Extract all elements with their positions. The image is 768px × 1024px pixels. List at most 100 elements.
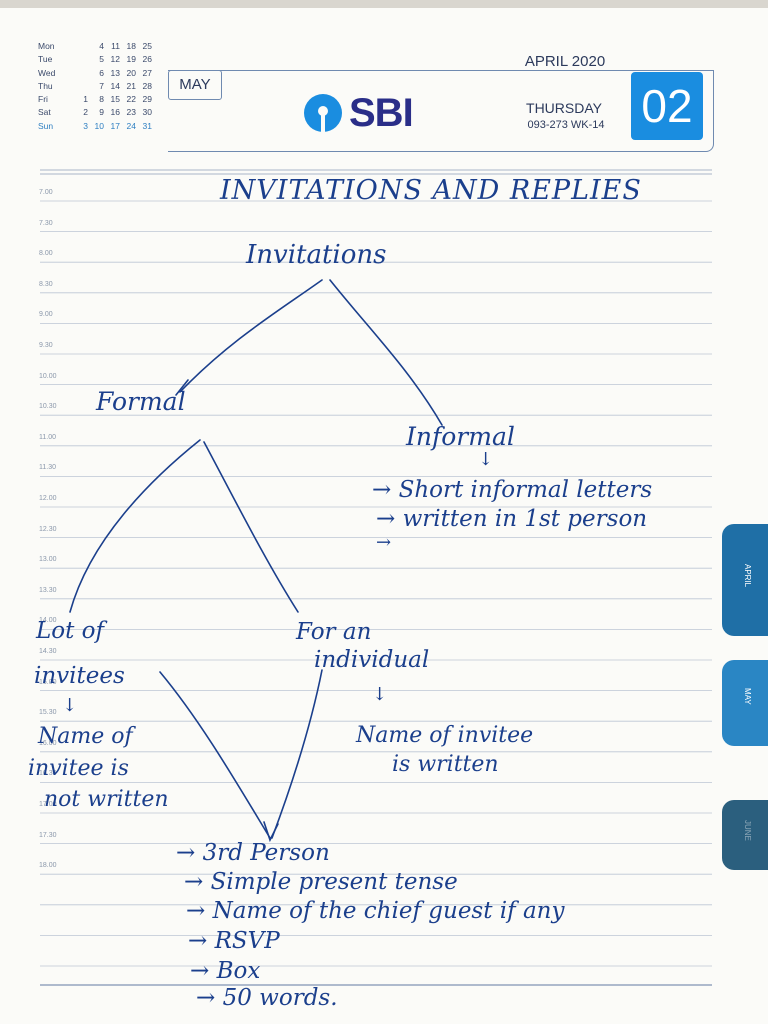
time-label: 14.00: [39, 617, 57, 625]
calendar-date: 23: [126, 107, 136, 118]
calendar-day-label: Sun: [38, 120, 54, 131]
calendar-date: 1: [83, 94, 88, 105]
calendar-day-label: Mon: [38, 41, 55, 51]
time-label: 11.00: [39, 433, 56, 441]
calendar-date: 2: [83, 107, 88, 118]
date-badge: 02: [631, 72, 703, 140]
calendar-row: Sun 3 10 17 24 31: [38, 120, 152, 133]
time-label: 7.00: [39, 189, 53, 196]
calendar-date: 3: [83, 120, 88, 131]
tab-april[interactable]: APRIL: [722, 524, 768, 636]
time-label: 13.30: [39, 586, 57, 594]
common-point-5: → Box: [190, 958, 261, 984]
time-label: 11.30: [39, 464, 56, 472]
page-top-edge: [0, 0, 768, 8]
time-label: 18.00: [39, 862, 57, 870]
sbi-keyhole-icon: [304, 94, 342, 132]
calendar-date: 22: [126, 94, 136, 105]
calendar-day-label: Tue: [38, 54, 53, 65]
calendar-date: 24: [126, 120, 136, 131]
informal-node: Informal: [406, 422, 515, 451]
calendar-date: 28: [142, 80, 152, 91]
name-written-1: Name of invitee: [356, 723, 534, 748]
calendar-date: 10: [94, 120, 104, 131]
time-label: 14.30: [39, 648, 57, 655]
calendar-date: 14: [110, 80, 120, 91]
time-label: 9.30: [39, 342, 53, 349]
month-tab: MAY: [168, 70, 222, 100]
calendar-date: 9: [99, 107, 104, 118]
common-point-1: → 3rd Person: [176, 840, 330, 866]
calendar-row: Thu 7 14 21 28: [38, 80, 152, 93]
calendar-date: 12: [110, 54, 120, 65]
header-frame: [168, 70, 714, 152]
common-point-3: → Name of the chief guest if any: [186, 898, 565, 924]
time-label: 10.00: [39, 372, 57, 380]
calendar-date: 6: [99, 67, 104, 78]
formal-node: Formal: [96, 387, 186, 416]
calendar-date: 31: [142, 120, 152, 131]
calendar-row: Mon 4 11 18 25: [38, 40, 152, 53]
calendar-date: 7: [99, 80, 104, 91]
time-label: 10.30: [39, 403, 57, 411]
arrow-down-informal: ↓: [478, 449, 494, 470]
tab-may[interactable]: MAY: [722, 660, 768, 746]
lot-of-invitees-1: Lot of: [36, 618, 105, 644]
calendar-day-label: Thu: [38, 80, 53, 91]
root-node: Invitations: [246, 240, 387, 270]
time-label: 17.00: [39, 801, 57, 808]
common-point-6: → 50 words.: [196, 985, 338, 1011]
calendar-date: 15: [110, 94, 120, 105]
week-code: 093-273 WK-14: [527, 119, 605, 131]
calendar-date: 4: [99, 41, 104, 51]
calendar-date: 17: [110, 120, 120, 131]
time-label: 16.00: [39, 739, 57, 747]
time-label: 17.30: [39, 831, 57, 839]
arrow-down-lot: ↓: [62, 695, 78, 716]
informal-point-2: → written in 1st person: [376, 506, 648, 532]
name-not-written-1: Name of: [38, 724, 133, 749]
calendar-date: 21: [126, 80, 136, 91]
time-label: 8.30: [39, 280, 53, 288]
calendar-date: 18: [126, 41, 136, 51]
for-individual-2: individual: [314, 647, 430, 673]
tab-june[interactable]: JUNE: [722, 800, 768, 870]
notes-title: INVITATIONS AND REPLIES: [220, 175, 642, 206]
calendar-day-label: Fri: [38, 94, 48, 105]
arrow-down-individual: ↓: [372, 684, 388, 705]
time-label: 9.00: [39, 311, 53, 319]
calendar-date: 20: [126, 67, 136, 78]
sbi-logo: SBI: [303, 91, 414, 135]
common-point-2: → Simple present tense: [184, 869, 458, 895]
weekday: THURSDAY: [526, 100, 602, 116]
name-not-written-2: invitee is: [28, 756, 129, 781]
calendar-date: 27: [142, 67, 152, 78]
informal-point-3: →: [376, 532, 392, 553]
time-label: 12.30: [39, 525, 57, 533]
time-label: 15.00: [39, 678, 57, 686]
calendar-day-label: Sat: [38, 107, 51, 118]
calendar-date: 11: [111, 41, 120, 51]
common-point-4: → RSVP: [188, 928, 280, 954]
calendar-date: 16: [110, 107, 120, 118]
calendar-date: 29: [142, 94, 152, 105]
name-written-2: is written: [392, 752, 499, 777]
brand-name: SBI: [349, 91, 414, 135]
calendar-date: 30: [142, 107, 152, 118]
calendar-date: 13: [110, 67, 120, 78]
lot-of-invitees-2: invitees: [34, 663, 125, 689]
time-label: 12.00: [39, 495, 57, 502]
calendar-date: 8: [99, 94, 104, 105]
time-label: 16.30: [39, 770, 57, 778]
calendar-date: 25: [142, 41, 152, 51]
for-individual-1: For an: [296, 619, 372, 645]
time-label: 7.30: [39, 219, 53, 227]
